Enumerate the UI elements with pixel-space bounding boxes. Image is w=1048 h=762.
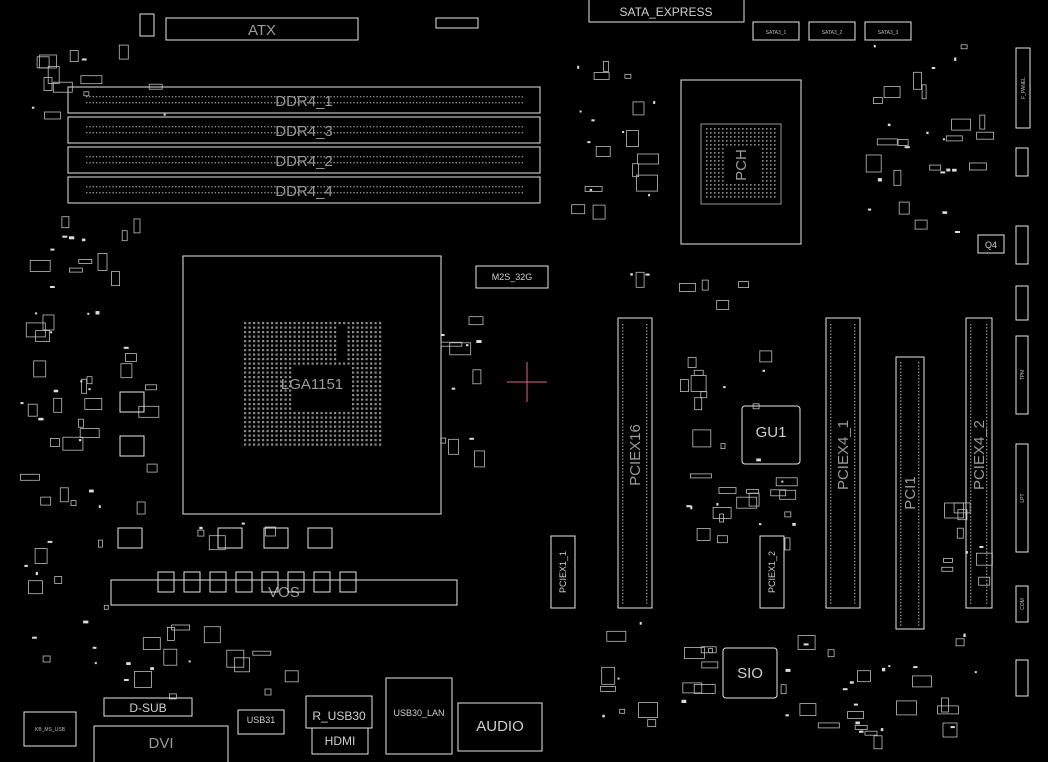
pch-ball-grid (706, 128, 776, 198)
usb31-port[interactable]: USB31 (237, 709, 285, 735)
pciex4-2-label: PCIEX4_2 (971, 420, 988, 490)
dsub-label: D-SUB (129, 701, 166, 715)
audio-jack[interactable]: AUDIO (457, 702, 543, 752)
atx-label: ATX (248, 22, 276, 39)
sata-port[interactable]: SATA3_1 (752, 21, 800, 41)
dvi-label: DVI (148, 735, 173, 752)
pch-chip[interactable]: PCH (680, 79, 802, 245)
side-header (1015, 659, 1029, 697)
ddr4-slot[interactable]: DDR4_1 (67, 86, 541, 114)
pciex4-2-slot[interactable]: PCIEX4_2 (965, 317, 993, 609)
cpu-socket-label: LGA1151 (281, 376, 343, 393)
vos-header[interactable]: VOS (110, 579, 458, 606)
pch-label: PCH (733, 149, 750, 181)
tpm-label: TPM (1020, 370, 1026, 381)
kb-ms-usb-port[interactable]: KB_MS_USB (23, 711, 77, 747)
socket-pin-field (244, 322, 382, 446)
cpu-socket[interactable]: LGA1151 (182, 255, 442, 515)
com-header[interactable]: COM (1015, 585, 1029, 623)
audio-label: AUDIO (476, 718, 524, 735)
pciex1-1-label: PCIEX1_1 (558, 551, 568, 593)
sata-port-label: SATA3_3 (878, 30, 899, 36)
usb-lan-port[interactable]: USB30_LAN (385, 677, 453, 755)
crosshair-cursor-icon (507, 362, 547, 402)
slot-pin-rows (622, 324, 988, 626)
sata-port-label: SATA3_2 (822, 30, 843, 36)
pciex16-label: PCIEX16 (627, 424, 644, 486)
pciex1-2-slot[interactable]: PCIEX1_2 (759, 535, 785, 609)
pciex1-1-slot[interactable]: PCIEX1_1 (550, 535, 576, 609)
lpt-label: LPT (1020, 493, 1026, 502)
q4-label: Q4 (985, 240, 997, 250)
dvi-port[interactable]: DVI (93, 725, 229, 762)
r-usb30-port[interactable]: R_USB30 (305, 695, 373, 729)
com-label: COM (1020, 598, 1026, 610)
sata-express-label: SATA_EXPRESS (620, 5, 713, 19)
sio-label: SIO (737, 665, 763, 682)
pciex4-1-label: PCIEX4_1 (835, 420, 852, 490)
ddr4-slot[interactable]: DDR4_4 (67, 176, 541, 204)
sata-port[interactable]: SATA3_2 (808, 21, 856, 41)
vos-label: VOS (268, 584, 300, 601)
ddr4-slot-label: DDR4_3 (275, 123, 333, 140)
top-component (139, 13, 155, 37)
f-panel-header[interactable]: F_PANEL (1015, 47, 1031, 129)
f-panel-label: F_PANEL (1021, 77, 1027, 99)
ddr4-slot[interactable]: DDR4_2 (67, 146, 541, 174)
pciex4-1-slot[interactable]: PCIEX4_1 (825, 317, 861, 609)
m2-connector[interactable]: M2S_32G (475, 265, 549, 289)
sata-express-connector[interactable]: SATA_EXPRESS (588, 0, 745, 23)
side-header (1015, 225, 1029, 265)
tpm-header[interactable]: TPM (1015, 335, 1029, 415)
pci1-slot[interactable]: PCI1 (895, 356, 925, 630)
side-header (1015, 285, 1029, 321)
usb31-label: USB31 (247, 715, 276, 725)
sio-chip[interactable]: SIO (722, 647, 778, 699)
lpt-header[interactable]: LPT (1015, 443, 1029, 553)
hdmi-label: HDMI (325, 734, 356, 748)
atx-connector[interactable]: ATX (165, 17, 359, 41)
pciex16-slot[interactable]: PCIEX16 (617, 317, 653, 609)
usb-lan-label: USB30_LAN (393, 708, 444, 718)
pci1-label: PCI1 (902, 476, 919, 509)
top-header (435, 17, 479, 29)
q4-component[interactable]: Q4 (977, 234, 1005, 254)
sata-port[interactable]: SATA3_3 (864, 21, 912, 41)
hdmi-port[interactable]: HDMI (311, 727, 369, 755)
ddr4-slot-label: DDR4_4 (275, 183, 333, 200)
ddr4-slot-label: DDR4_2 (275, 153, 333, 170)
ddr4-pin-rows (86, 96, 523, 194)
side-header (1015, 147, 1029, 177)
pciex1-2-label: PCIEX1_2 (767, 551, 777, 593)
passive-components (19, 44, 994, 750)
r-usb30-label: R_USB30 (312, 709, 366, 723)
dsub-port[interactable]: D-SUB (103, 697, 193, 717)
kb-ms-usb-label: KB_MS_USB (35, 727, 66, 733)
sata-port-label: SATA3_1 (766, 30, 787, 36)
ddr4-slot-label: DDR4_1 (275, 93, 333, 110)
gu1-label: GU1 (756, 424, 787, 441)
m2-label: M2S_32G (492, 272, 533, 282)
ddr4-slot[interactable]: DDR4_3 (67, 116, 541, 144)
gu1-chip[interactable]: GU1 (741, 405, 801, 465)
